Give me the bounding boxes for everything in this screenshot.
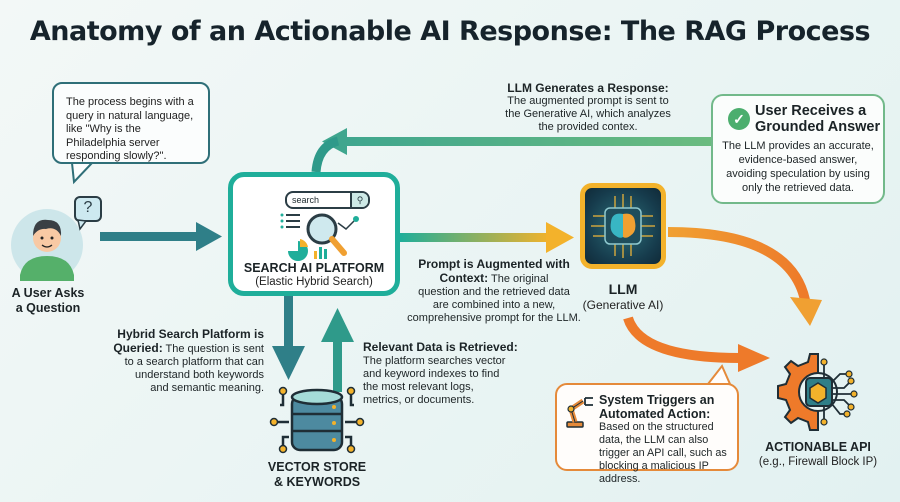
answer-body: The LLM provides an accurate, evidence-b… [722,140,874,194]
action-title-line2: Automated Action: [599,407,711,421]
step-hybrid-search: Hybrid Search Platform is Queried: The q… [100,328,264,395]
arrow-vector-to-search [321,308,354,392]
step-text-line: comprehensive prompt for the LLM. [407,312,581,324]
step-text-line: to a search platform that can [124,356,264,368]
step-text-line: question and the retrieved data [418,286,570,298]
llm-label: LLM [608,281,638,297]
step-text-line: and keyword indexes to find [363,368,500,380]
step-text-line: the provided contex. [538,121,638,133]
step-relevant-data: Relevant Data is Retrieved: The platform… [363,341,543,407]
actionable-api-label: ACTIONABLE API [765,440,871,454]
user-query-bubble: The process begins with a query in natur… [52,82,210,164]
user-label-line1: A User Asks [11,286,85,300]
step-relevant-data-title: Relevant Data is Retrieved: [363,340,518,354]
user-label-line2: a Question [15,301,81,315]
step-prompt-augmented-title2: Context: [439,271,489,285]
action-title-line1: System Triggers an [599,393,715,407]
step-llm-generates-title: LLM Generates a Response: [507,81,669,95]
automated-action-card: System Triggers an Automated Action: Bas… [555,383,739,485]
action-body: Based on the structured data, the LLM ca… [599,421,727,485]
step-text-line: are combined into a new, [432,299,556,311]
step-llm-generates: LLM Generates a Response: The augmented … [500,82,676,134]
page-title: Anatomy of an Actionable AI Response: Th… [29,16,871,47]
action-title: System Triggers an Automated Action: [599,393,714,421]
llm-sublabel: (Generative AI) [582,298,664,312]
step-text-line: The augmented prompt is sent to [507,95,669,107]
answer-title: User Receives a Grounded Answer [755,103,880,135]
llm-card[interactable] [580,183,666,269]
step-text-line: understand both keywords [134,369,264,381]
vector-store-label-line2: & KEYWORDS [273,475,361,489]
step-text-line: the most relevant logs, [363,381,474,393]
step-text-inline: The question is sent [162,343,264,355]
arrow-user-to-search [100,222,222,251]
vector-store-label-line1: VECTOR STORE [267,460,367,474]
search-input[interactable]: search ⚲ [285,191,370,209]
brain-chip-icon [591,194,655,258]
step-hybrid-search-title: Hybrid Search Platform is [117,327,264,341]
step-hybrid-search-title2: Queried: [113,341,163,355]
vector-store-label: VECTOR STORE & KEYWORDS [252,460,382,490]
question-mark: ? [83,199,93,216]
arrow-llm-to-api-bottom [623,316,770,372]
user-avatar-icon [11,209,83,281]
actionable-api-sublabel: (e.g., Firewall Block IP) [758,456,878,468]
magnifier-analytics-icon [280,213,359,261]
step-prompt-augmented: Prompt is Augmented with Context: The or… [404,258,584,325]
search-platform-label: SEARCH AI PLATFORM [243,261,385,275]
answer-title-line2: Grounded Answer [755,119,881,135]
step-text-line: the Generative AI, which analyzes [505,108,671,120]
arrow-search-to-vector [272,296,305,380]
step-text-line: and semantic meaning. [150,382,264,394]
arrow-llm-to-api-top [667,227,822,326]
action-card-tail [705,364,732,385]
search-ai-platform-card[interactable]: search ⚲ SEARCH AI PLATFORM (Elastic Hyb… [228,172,400,296]
search-platform-sublabel: (Elastic Hybrid Search) [255,276,373,288]
arrow-search-to-llm [400,222,574,253]
check-circle-icon: ✓ [728,108,750,130]
arrow-response-to-search [311,128,711,173]
step-text-line: metrics, or documents. [363,394,475,406]
step-prompt-augmented-title: Prompt is Augmented with [418,257,570,271]
bubble-tail [70,162,95,185]
question-bubble-icon [74,196,102,231]
gear-circuit-icon [777,353,858,431]
robot-arm-icon [566,397,593,428]
search-icon[interactable]: ⚲ [350,193,368,207]
database-icon [269,386,365,454]
search-placeholder: search [292,195,320,205]
grounded-answer-card: ✓ User Receives a Grounded Answer The LL… [711,94,885,204]
step-text-line: The platform searches vector [363,355,506,367]
step-text-inline: The original [488,273,549,285]
answer-title-line1: User Receives a [755,103,867,119]
user-label: A User Asks a Question [0,286,96,316]
